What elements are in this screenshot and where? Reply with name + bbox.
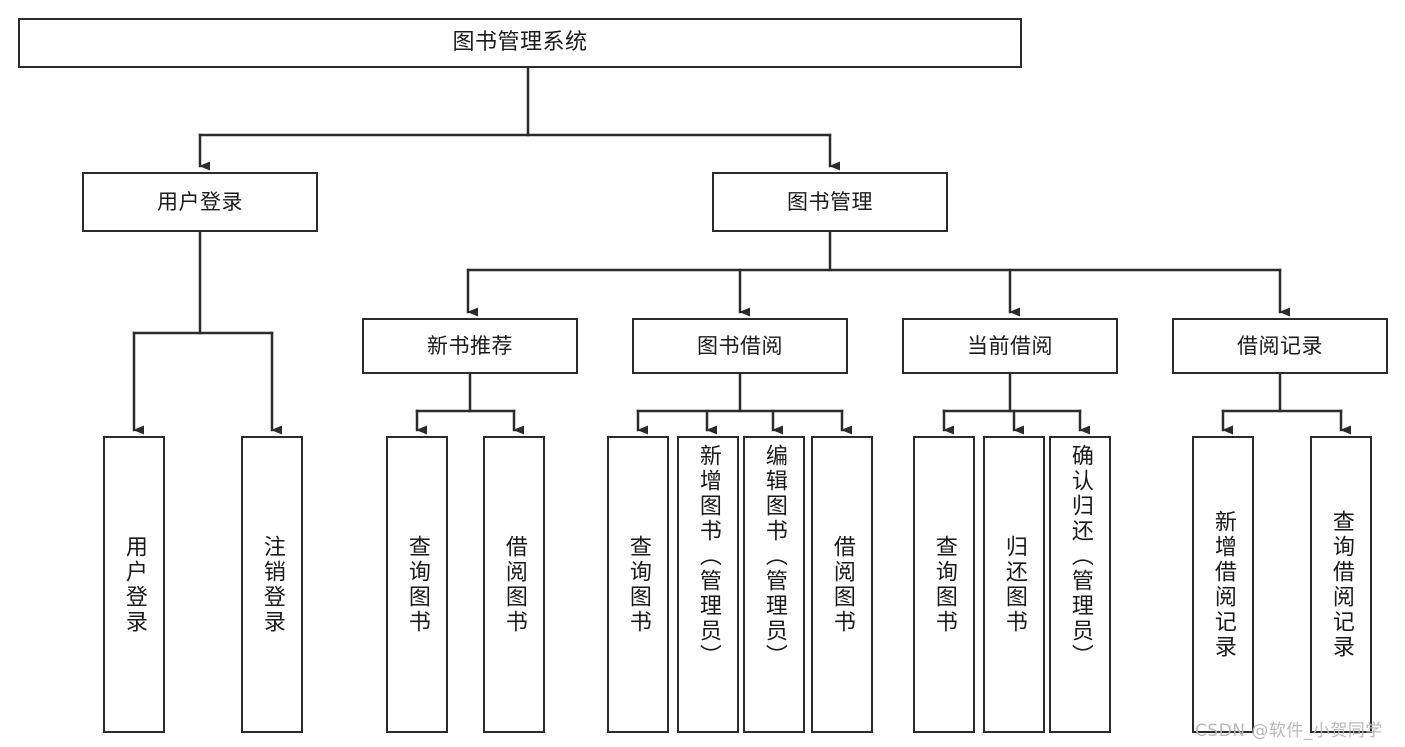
node-label-leaf-edit-book: 编辑图书（管理员） (761, 444, 787, 669)
node-leaf-edit-book: 编辑图书（管理员） (743, 436, 805, 733)
csdn-watermark: CSDN @软件_小贺同学 (1195, 721, 1383, 741)
node-leaf-query-book-1: 查询图书 (386, 436, 448, 733)
node-label-current-borrow: 当前借阅 (967, 333, 1053, 358)
node-leaf-borrow-book-2: 借阅图书 (811, 436, 873, 733)
node-leaf-add-book: 新增图书（管理员） (677, 436, 739, 733)
node-label-leaf-logout: 注销登录 (259, 534, 285, 635)
node-leaf-user-login: 用户登录 (103, 436, 165, 733)
node-label-leaf-borrow-book-1: 借阅图书 (501, 534, 527, 635)
node-leaf-query-book-3: 查询图书 (913, 436, 975, 733)
node-label-borrow-record: 借阅记录 (1237, 333, 1323, 358)
node-label-leaf-confirm-return: 确认归还（管理员） (1067, 444, 1093, 669)
node-book-borrow: 图书借阅 (632, 318, 848, 374)
node-label-leaf-return-book: 归还图书 (1001, 534, 1027, 635)
node-label-book-borrow: 图书借阅 (697, 333, 783, 358)
node-label-root: 图书管理系统 (452, 30, 588, 55)
node-label-leaf-borrow-book-2: 借阅图书 (829, 534, 855, 635)
node-label-leaf-add-record: 新增借阅记录 (1210, 509, 1236, 660)
node-current-borrow: 当前借阅 (902, 318, 1118, 374)
node-label-leaf-user-login: 用户登录 (121, 534, 147, 635)
node-leaf-query-record: 查询借阅记录 (1310, 436, 1372, 733)
node-label-leaf-add-book: 新增图书（管理员） (695, 444, 721, 669)
node-leaf-logout: 注销登录 (241, 436, 303, 733)
node-leaf-return-book: 归还图书 (983, 436, 1045, 733)
node-label-leaf-query-book-3: 查询图书 (931, 534, 957, 635)
node-label-new-book-rec: 新书推荐 (427, 333, 513, 358)
node-leaf-add-record: 新增借阅记录 (1192, 436, 1254, 733)
node-leaf-query-book-2: 查询图书 (607, 436, 669, 733)
node-leaf-confirm-return: 确认归还（管理员） (1049, 436, 1111, 733)
node-new-book-rec: 新书推荐 (362, 318, 578, 374)
node-user-login: 用户登录 (82, 172, 318, 232)
connector-lines (132, 66, 1351, 435)
node-label-leaf-query-book-1: 查询图书 (404, 534, 430, 635)
node-label-leaf-query-record: 查询借阅记录 (1328, 509, 1354, 660)
node-book-manage: 图书管理 (712, 172, 948, 232)
node-borrow-record: 借阅记录 (1172, 318, 1388, 374)
node-root-system: 图书管理系统 (18, 18, 1022, 68)
node-label-leaf-query-book-2: 查询图书 (625, 534, 651, 635)
node-leaf-borrow-book-1: 借阅图书 (483, 436, 545, 733)
node-label-user-login: 用户登录 (157, 189, 243, 214)
node-label-book-manage: 图书管理 (787, 189, 873, 214)
